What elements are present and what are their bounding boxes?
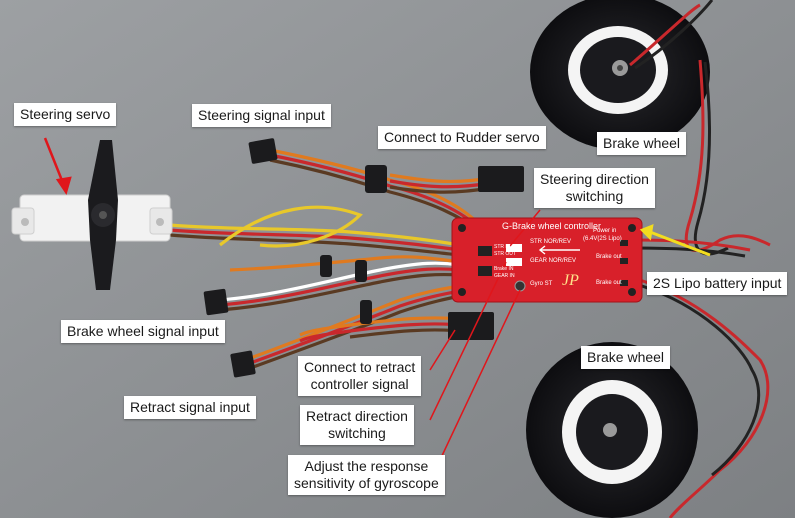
label-lipo-input: 2S Lipo battery input bbox=[647, 272, 788, 295]
label-brake-wheel-bottom: Brake wheel bbox=[581, 346, 671, 369]
label-gyro-sensitivity-line1: Adjust the response bbox=[304, 458, 429, 474]
board-title: G-Brake wheel controller bbox=[502, 221, 602, 231]
label-connect-retract: Connect to retract controller signal bbox=[298, 356, 422, 396]
label-retract-signal-input: Retract signal input bbox=[124, 396, 256, 419]
label-steering-direction-line2: switching bbox=[565, 188, 624, 204]
board-brake-out-2: Brake out bbox=[596, 280, 622, 286]
board-power-in-2: (6.4V(2S Lipo) bbox=[583, 236, 622, 242]
board-gear-switch: GEAR NOR/REV bbox=[530, 258, 577, 264]
label-gyro-sensitivity-line2: sensitivity of gyroscope bbox=[294, 475, 439, 491]
board-gyro: Gyro ST bbox=[530, 281, 553, 287]
label-steering-direction-line1: Steering direction bbox=[540, 171, 649, 187]
label-connect-rudder-servo: Connect to Rudder servo bbox=[378, 126, 546, 149]
label-retract-direction: Retract direction switching bbox=[300, 405, 414, 445]
label-connect-retract-line2: controller signal bbox=[310, 376, 409, 392]
callout-arrows bbox=[43, 137, 711, 461]
controller-board bbox=[451, 217, 643, 303]
label-steering-signal-input: Steering signal input bbox=[192, 104, 331, 127]
steering-servo bbox=[11, 140, 173, 290]
label-steering-direction: Steering direction switching bbox=[534, 168, 655, 208]
board-side-left-1: STR IN bbox=[494, 244, 511, 250]
board-str-switch: STR NOR/REV bbox=[530, 239, 572, 245]
label-retract-direction-line2: switching bbox=[328, 425, 386, 441]
label-gyro-sensitivity: Adjust the response sensitivity of gyros… bbox=[288, 455, 445, 495]
label-brake-wheel-signal-input: Brake wheel signal input bbox=[61, 320, 225, 343]
brake-wheel-bottom bbox=[526, 342, 698, 518]
label-steering-servo: Steering servo bbox=[14, 103, 117, 126]
board-brand: JP bbox=[562, 272, 579, 289]
board-brake-out-1: Brake out bbox=[596, 254, 622, 260]
board-power-in-1: Power in bbox=[593, 228, 617, 234]
board-side-left-2: STR OUT bbox=[494, 251, 516, 257]
label-connect-retract-line1: Connect to retract bbox=[304, 359, 416, 375]
label-retract-direction-line1: Retract direction bbox=[306, 408, 408, 424]
label-brake-wheel-top: Brake wheel bbox=[597, 132, 687, 155]
board-side-right-1: Brake IN bbox=[494, 266, 514, 272]
servo-connectors bbox=[203, 138, 524, 378]
brake-wheel-top bbox=[530, 0, 710, 150]
board-side-right-2: GEAR IN bbox=[494, 273, 515, 279]
